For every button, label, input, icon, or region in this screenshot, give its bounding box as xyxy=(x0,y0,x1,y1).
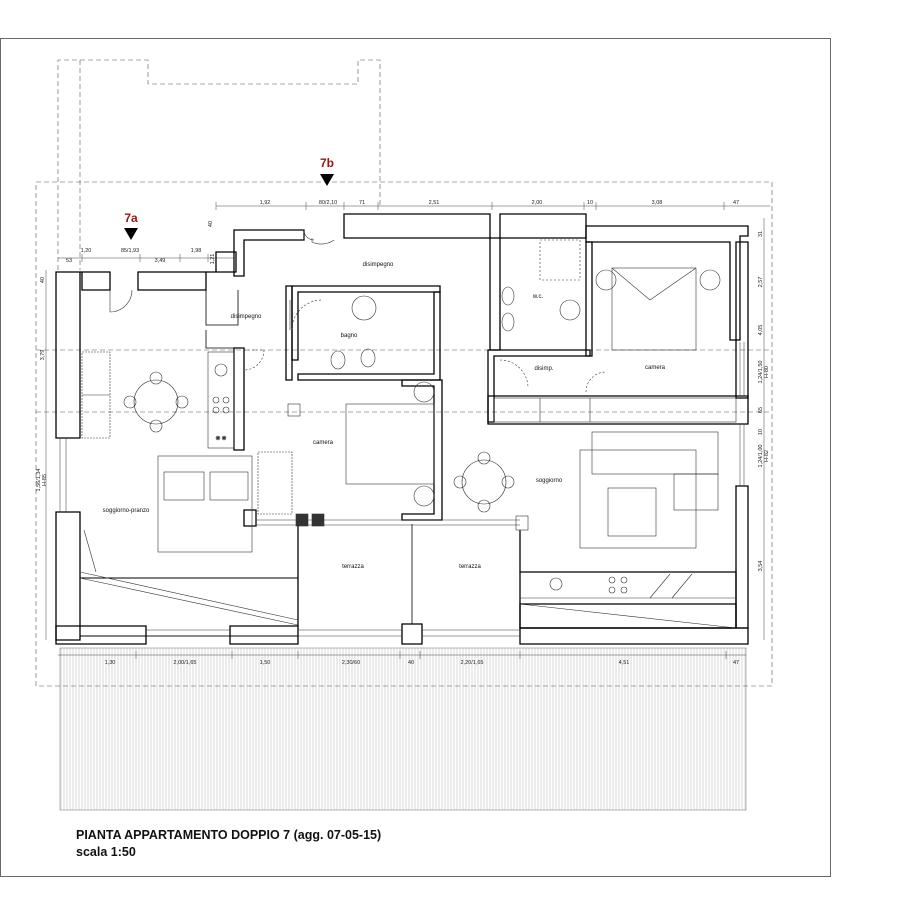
room-label-camera-center: camera xyxy=(313,440,334,446)
svg-text:3,49: 3,49 xyxy=(155,258,166,264)
svg-text:40: 40 xyxy=(40,277,46,283)
drawing-title: PIANTA APPARTAMENTO DOPPIO 7 (agg. 07-05… xyxy=(76,828,382,842)
svg-text:2,00: 2,00 xyxy=(532,200,543,206)
doors xyxy=(83,229,607,573)
svg-text:H-82: H-82 xyxy=(764,450,770,462)
deck-hatching xyxy=(59,647,747,811)
room-label-wc: w.c. xyxy=(532,294,544,300)
svg-text:65: 65 xyxy=(758,407,764,413)
svg-text:1,92: 1,92 xyxy=(260,200,271,206)
room-label-disimpegno-top: disimpegno xyxy=(363,262,394,268)
drawing-title-block: PIANTA APPARTAMENTO DOPPIO 7 (agg. 07-05… xyxy=(76,827,381,861)
svg-text:1,56/1,34: 1,56/1,34 xyxy=(36,469,42,492)
dimension-lines xyxy=(45,202,770,659)
dimensions-top: 1,92 80/2,10 71 2,51 2,00 10 3,08 47 xyxy=(260,200,739,206)
section-arrow-7b xyxy=(320,174,334,186)
room-label-soggiorno-pranzo: soggiorno-pranzo xyxy=(103,508,150,514)
svg-text:47: 47 xyxy=(733,200,739,206)
svg-text:3,79: 3,79 xyxy=(40,350,46,361)
svg-text:4,05: 4,05 xyxy=(758,325,764,336)
room-label-bagno: bagno xyxy=(341,333,358,339)
svg-text:40: 40 xyxy=(208,221,214,227)
svg-text:2,30/60: 2,30/60 xyxy=(342,660,360,666)
furniture: ✳ ✳ xyxy=(79,239,737,629)
svg-text:2,00/1,65: 2,00/1,65 xyxy=(174,660,197,666)
dimensions-bottom: 1,30 2,00/1,65 1,50 2,30/60 40 2,20/1,65… xyxy=(105,660,739,666)
svg-text:85/1,93: 85/1,93 xyxy=(121,248,139,254)
svg-text:1,20: 1,20 xyxy=(81,248,92,254)
svg-text:47: 47 xyxy=(733,660,739,666)
svg-text:71: 71 xyxy=(359,200,365,206)
svg-text:2,20/1,65: 2,20/1,65 xyxy=(461,660,484,666)
svg-text:3,54: 3,54 xyxy=(758,561,764,572)
room-label-terrazza-right: terrazza xyxy=(459,564,481,570)
section-marker-7b: 7b xyxy=(320,156,334,170)
svg-text:H-80: H-80 xyxy=(764,366,770,378)
svg-text:1,24/1,50: 1,24/1,50 xyxy=(758,361,764,384)
svg-text:31: 31 xyxy=(758,231,764,237)
svg-text:40: 40 xyxy=(408,660,414,666)
dimensions-right: 31 2,57 4,05 1,24/1,50 H-80 65 10 1,24/1… xyxy=(758,231,770,571)
svg-text:1,21: 1,21 xyxy=(210,254,216,265)
svg-text:1,30: 1,30 xyxy=(105,660,116,666)
dimensions-left: 40 3,79 1,56/1,34 H-85 xyxy=(36,277,48,492)
section-arrow-7a xyxy=(124,228,138,240)
room-label-disimpegno-left: disimpegno xyxy=(231,314,262,320)
room-label-camera-right: camera xyxy=(645,365,666,371)
svg-text:1,98: 1,98 xyxy=(191,248,202,254)
svg-text:H-85: H-85 xyxy=(42,474,48,486)
svg-text:4,51: 4,51 xyxy=(619,660,630,666)
svg-text:80/2,10: 80/2,10 xyxy=(319,200,337,206)
sheet-frame xyxy=(0,38,831,877)
svg-text:1,24/1,00: 1,24/1,00 xyxy=(758,445,764,468)
svg-text:2,51: 2,51 xyxy=(429,200,440,206)
svg-text:3,08: 3,08 xyxy=(652,200,663,206)
svg-text:53: 53 xyxy=(66,258,72,264)
section-marker-7a: 7a xyxy=(124,211,138,225)
dashed-outlines xyxy=(35,59,773,687)
room-label-disimp: disimp. xyxy=(534,366,553,372)
drawing-scale: scala 1:50 xyxy=(76,845,136,859)
svg-text:2,57: 2,57 xyxy=(758,277,764,288)
svg-text:1,50: 1,50 xyxy=(260,660,271,666)
svg-text:✳ ✳: ✳ ✳ xyxy=(216,435,227,442)
dimensions-mid: 1,20 85/1,93 1,98 53 3,49 40 1,21 xyxy=(66,221,216,264)
room-label-soggiorno: soggiorno xyxy=(536,478,563,484)
svg-text:10: 10 xyxy=(758,429,764,435)
walls xyxy=(55,213,749,645)
room-label-terrazza-left: terrazza xyxy=(342,564,364,570)
svg-text:10: 10 xyxy=(587,200,593,206)
